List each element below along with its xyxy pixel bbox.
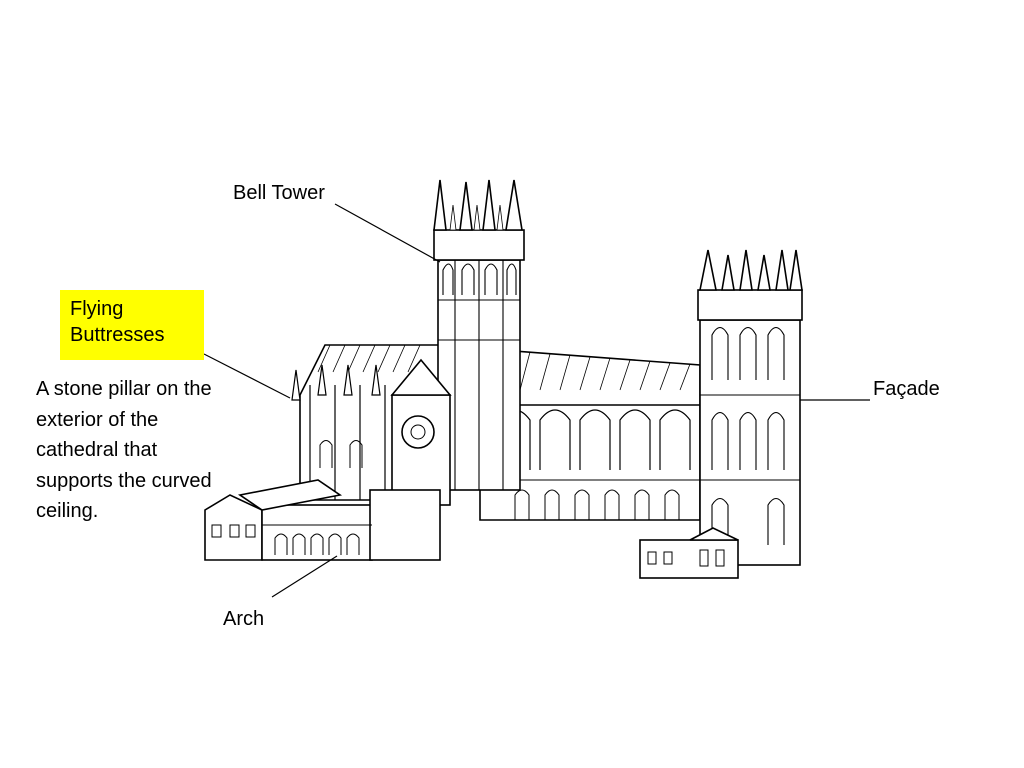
- cathedral-illustration: [204, 179, 803, 579]
- leader-lines: [203, 203, 870, 598]
- flying-buttresses-leader: [203, 353, 291, 399]
- bell-tower-label: Bell Tower: [233, 182, 325, 204]
- flying-buttresses-label-line2: Buttresses: [70, 324, 165, 346]
- flying-buttresses-label: Flying Buttresses: [60, 290, 204, 360]
- bell-tower-leader: [334, 203, 441, 263]
- flying-buttresses-label-line1: Flying: [70, 298, 124, 320]
- arch-label: Arch: [223, 608, 265, 630]
- arch-leader: [271, 555, 338, 598]
- flying-buttresses-description: A stone pillar on the exterior of the ca…: [36, 378, 212, 522]
- facade-label: Façade: [873, 378, 940, 400]
